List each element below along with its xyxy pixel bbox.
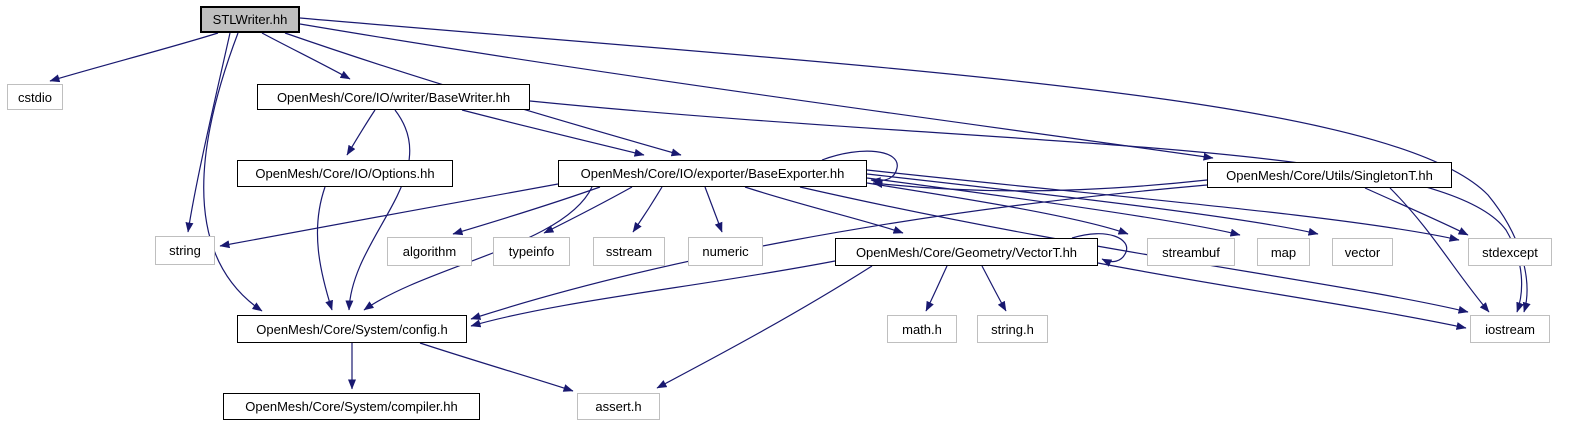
node-baseexporter[interactable]: OpenMesh/Core/IO/exporter/BaseExporter.h… — [558, 160, 867, 187]
edge-vectort-config — [470, 260, 836, 328]
edge-stl-string — [185, 32, 231, 233]
node-typeinfo[interactable]: typeinfo — [493, 237, 570, 266]
edge-baseexporter-stdexcept — [866, 169, 1460, 242]
node-streambuf[interactable]: streambuf — [1147, 238, 1235, 266]
edge-vectort-assert — [656, 265, 873, 389]
edge-vectort-stringh — [981, 265, 1007, 312]
edge-stl-basewriter — [261, 32, 351, 80]
edge-vectort-vectort — [1071, 233, 1128, 267]
node-config[interactable]: OpenMesh/Core/System/config.h — [237, 315, 467, 343]
edge-baseexporter-string — [219, 183, 559, 249]
edge-baseexporter-streambuf — [866, 182, 1129, 235]
edge-singleton-baseexporter — [872, 179, 1208, 192]
node-sstream[interactable]: sstream — [593, 237, 665, 266]
node-singleton[interactable]: OpenMesh/Core/Utils/SingletonT.hh — [1207, 162, 1452, 188]
edge-basewriter-config — [345, 109, 411, 311]
edge-baseexporter-vectort — [744, 186, 904, 234]
node-numeric[interactable]: numeric — [688, 237, 763, 266]
node-compiler[interactable]: OpenMesh/Core/System/compiler.hh — [223, 393, 480, 420]
edge-singleton-stdexcept — [1364, 187, 1469, 236]
edge-vectort-iostream — [1097, 262, 1467, 330]
edge-singleton-iostream — [1389, 187, 1490, 313]
node-basewriter[interactable]: OpenMesh/Core/IO/writer/BaseWriter.hh — [257, 84, 530, 110]
node-string[interactable]: string — [155, 236, 215, 265]
edge-stl-cstdio — [49, 32, 219, 83]
node-vectort[interactable]: OpenMesh/Core/Geometry/VectorT.hh — [835, 238, 1098, 266]
edge-baseexporter-vector — [866, 173, 1319, 236]
edge-baseexporter-sstream — [632, 186, 663, 233]
edge-options-config — [316, 186, 333, 311]
edge-stl-singleton — [299, 23, 1214, 161]
node-iostream[interactable]: iostream — [1470, 315, 1550, 343]
node-algorithm[interactable]: algorithm — [387, 237, 472, 266]
node-stl[interactable]: STLWriter.hh — [200, 6, 300, 33]
edge-basewriter-options — [346, 109, 376, 156]
edge-baseexporter-typeinfo — [543, 186, 633, 234]
edge-baseexporter-numeric — [704, 186, 723, 233]
node-cstdio[interactable]: cstdio — [7, 84, 63, 110]
edge-stl-config — [203, 32, 263, 312]
edge-basewriter-iostream — [529, 100, 1524, 313]
edge-vectort-math — [925, 265, 948, 312]
node-stdexcept[interactable]: stdexcept — [1468, 238, 1552, 266]
node-map[interactable]: map — [1257, 238, 1310, 266]
edge-config-assert — [419, 342, 574, 392]
node-math[interactable]: math.h — [887, 315, 957, 343]
edge-baseexporter-map — [866, 177, 1241, 237]
node-vector[interactable]: vector — [1332, 238, 1393, 266]
node-assert[interactable]: assert.h — [577, 393, 660, 420]
edge-baseexporter-algorithm — [452, 186, 601, 236]
edge-basewriter-baseexporter — [461, 109, 645, 157]
node-options[interactable]: OpenMesh/Core/IO/Options.hh — [237, 160, 453, 187]
edge-baseexporter-config — [363, 186, 593, 311]
edge-singleton-config — [470, 184, 1208, 320]
node-stringh[interactable]: string.h — [977, 315, 1048, 343]
